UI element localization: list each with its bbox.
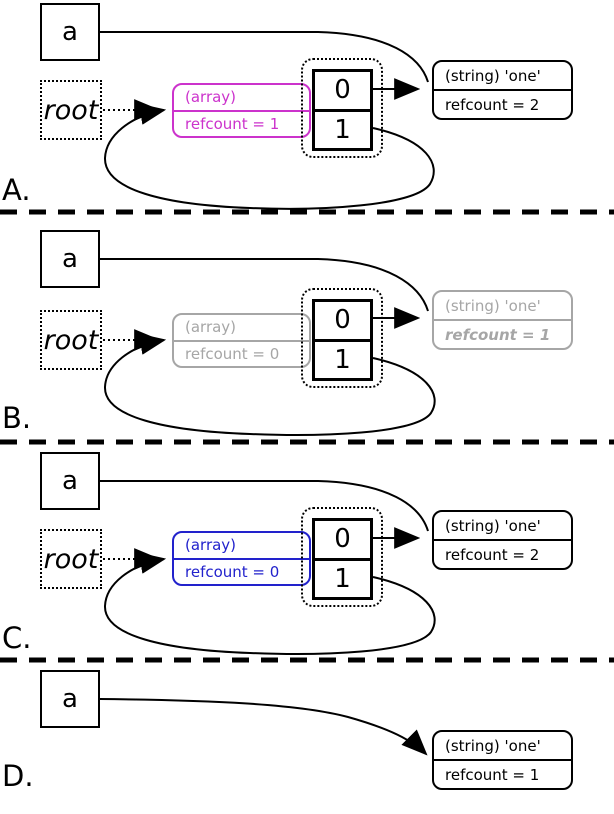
variable-label: a xyxy=(62,684,78,714)
variable-box: a xyxy=(40,670,100,728)
panel-label-d: D. xyxy=(2,759,34,793)
cycle-loop-arrow xyxy=(103,333,436,436)
a-to-string-wire xyxy=(100,480,429,532)
array-refcount-label: refcount = 1 xyxy=(174,109,309,137)
variable-box: a xyxy=(40,452,100,510)
string-type-label: (string) 'one' xyxy=(445,736,541,755)
array-slots-table: 0 1 xyxy=(312,299,373,381)
string-refcount-label: refcount = 2 xyxy=(434,539,571,568)
slot-1: 1 xyxy=(315,108,370,149)
string-zval-box: (string) 'one' refcount = 1 xyxy=(432,290,573,350)
panel-label-c: C. xyxy=(2,621,32,655)
panel-label-a: A. xyxy=(2,173,31,207)
array-type-label: (array) xyxy=(185,318,237,337)
variable-box: a xyxy=(40,3,100,61)
array-slots-table: 0 1 xyxy=(312,518,373,600)
array-zval-box: (array) refcount = 0 xyxy=(172,313,311,368)
a-to-string-arrow xyxy=(99,698,428,756)
variable-box: a xyxy=(40,230,100,288)
hashtable-bucket-box xyxy=(301,288,383,388)
array-slots-table: 0 1 xyxy=(312,69,373,151)
root-box: root xyxy=(40,529,102,589)
root-label: root xyxy=(43,543,99,575)
string-type-label: (string) 'one' xyxy=(445,296,541,315)
cycle-loop-arrow xyxy=(103,552,436,655)
a-to-string-wire xyxy=(100,31,429,83)
array-type-label: (array) xyxy=(185,536,237,555)
string-zval-box: (string) 'one' refcount = 1 xyxy=(432,730,573,790)
array-refcount-label: refcount = 0 xyxy=(174,557,309,585)
slot-1: 1 xyxy=(315,557,370,598)
slot-0: 0 xyxy=(334,75,351,106)
hashtable-bucket-box xyxy=(301,507,383,607)
string-zval-box: (string) 'one' refcount = 2 xyxy=(432,60,573,120)
slot-0: 0 xyxy=(334,524,351,555)
array-zval-box: (array) refcount = 0 xyxy=(172,531,311,586)
string-refcount-label: refcount = 2 xyxy=(434,89,571,118)
root-label: root xyxy=(43,324,99,356)
variable-label: a xyxy=(62,466,78,496)
array-refcount-label: refcount = 0 xyxy=(174,339,309,367)
hashtable-bucket-box xyxy=(301,58,383,158)
root-label: root xyxy=(43,94,99,126)
variable-label: a xyxy=(62,244,78,274)
array-zval-box: (array) refcount = 1 xyxy=(172,83,311,138)
string-zval-box: (string) 'one' refcount = 2 xyxy=(432,510,573,570)
root-box: root xyxy=(40,310,102,370)
string-type-label: (string) 'one' xyxy=(445,66,541,85)
string-refcount-label: refcount = 1 xyxy=(434,759,571,788)
panel-label-b: B. xyxy=(2,401,32,435)
string-type-label: (string) 'one' xyxy=(445,516,541,535)
array-type-label: (array) xyxy=(185,88,237,107)
slot-0: 0 xyxy=(334,305,351,336)
string-refcount-label: refcount = 1 xyxy=(434,319,571,348)
a-to-string-wire xyxy=(100,258,429,312)
slot-1: 1 xyxy=(315,338,370,379)
cycle-loop-arrow xyxy=(103,103,435,210)
root-box: root xyxy=(40,80,102,140)
variable-label: a xyxy=(62,17,78,47)
